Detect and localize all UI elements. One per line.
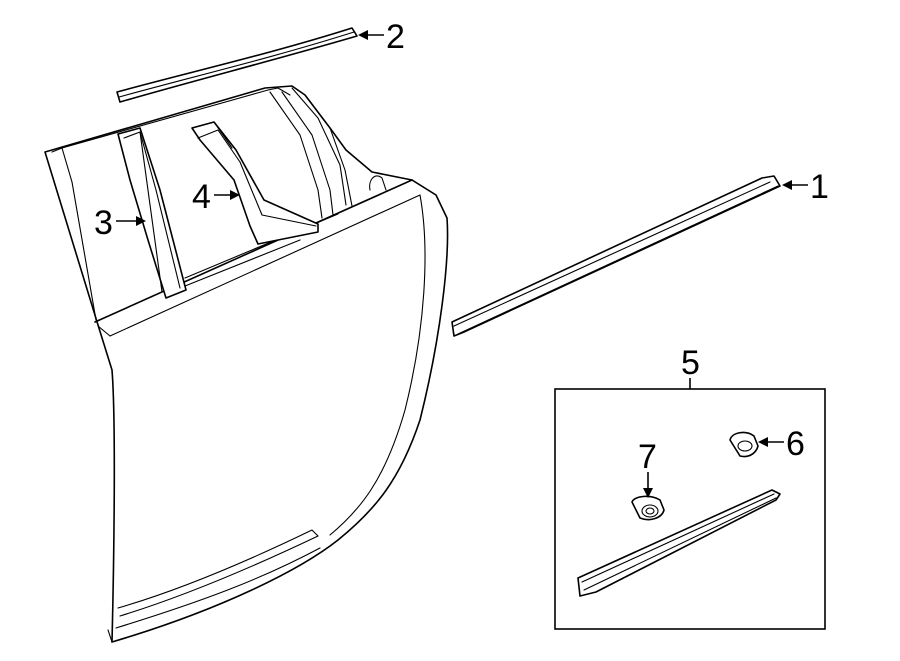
callout-7: 7 [638,438,657,476]
callout-4: 4 [192,178,211,216]
arrowhead-3 [136,216,146,226]
callout-5: 5 [681,344,700,382]
callout-2: 2 [386,18,405,56]
part-3-pillar-applique [117,127,187,299]
callout-3: 3 [94,204,113,242]
arrowhead-4 [230,190,240,200]
part-1-belt-molding [451,175,781,337]
part-5-kit-box [554,388,826,630]
arrowhead-6 [758,437,768,447]
part-2-roof-molding [116,27,358,103]
arrowhead-1 [782,180,792,190]
part-4-rear-applique [191,121,319,245]
part-6-clip [729,431,759,458]
callout-6: 6 [786,425,805,463]
rear-door-shell [44,85,449,643]
part-7-clip [631,495,665,521]
callout-1: 1 [810,168,829,206]
arrowhead-7 [643,488,653,498]
part-5-lower-molding [577,489,781,597]
arrowhead-2 [358,30,368,40]
